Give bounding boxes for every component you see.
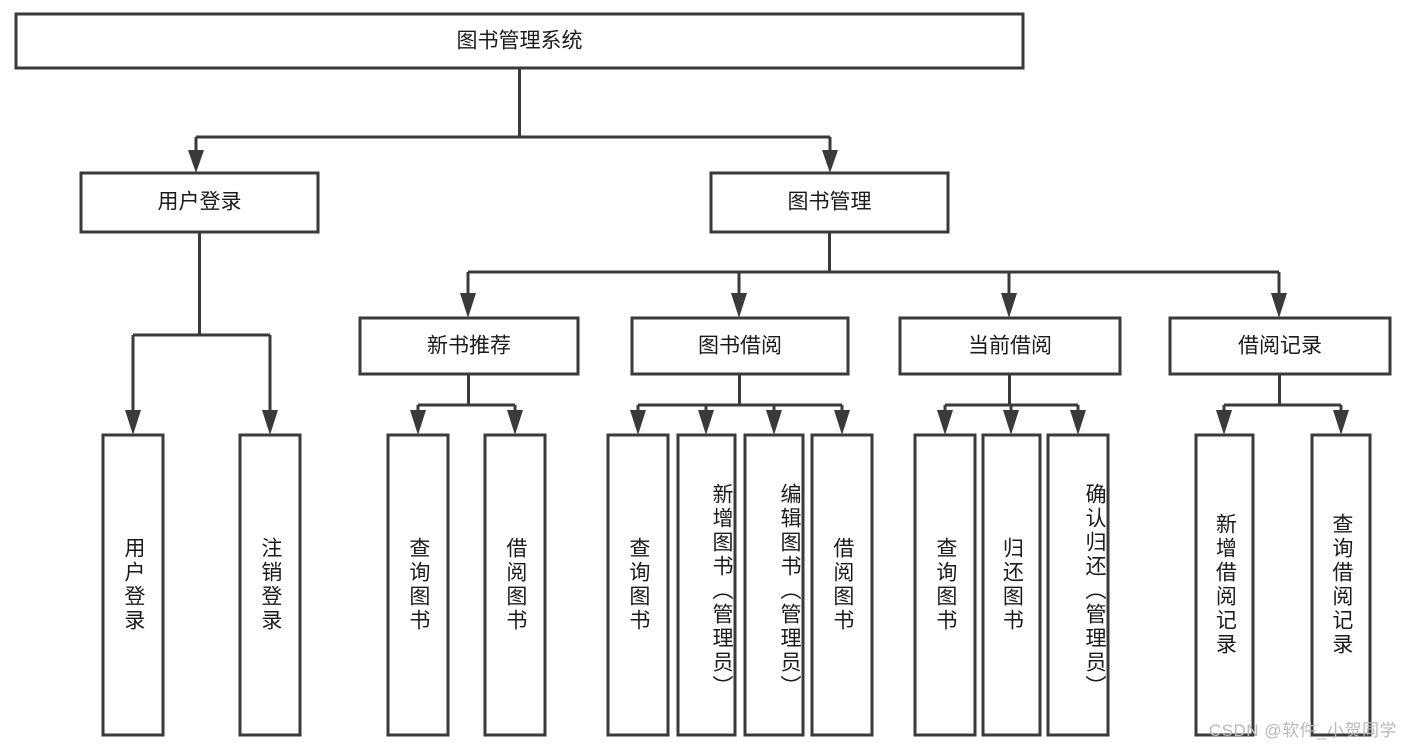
arrow-head-leaf-borrow-book-rec	[507, 410, 523, 435]
node-box-leaf-confirm-return[interactable]	[1046, 433, 1110, 737]
node-box-leaf-logout[interactable]	[238, 433, 302, 737]
arrow-head-leaf-logout	[262, 410, 278, 435]
arrow-head-leaf-user-login	[125, 410, 141, 435]
arrow-head-book-borrow	[731, 293, 747, 318]
arrow-head-current-borrow	[1001, 293, 1017, 318]
node-label-book-borrow: 图书借阅	[698, 335, 782, 358]
node-box-book-manage[interactable]	[709, 171, 950, 234]
node-label-current-borrow: 当前借阅	[968, 335, 1052, 358]
arrow-head-leaf-query-record	[1333, 410, 1349, 435]
node-box-leaf-add-book[interactable]	[676, 433, 737, 737]
arrow-head-leaf-add-record	[1216, 410, 1232, 435]
arrow-head-leaf-borrow-book	[834, 410, 850, 435]
node-box-leaf-query-record[interactable]	[1310, 433, 1372, 737]
watermark-text: CSDN @软件_小贺同学	[1208, 721, 1397, 740]
node-box-current-borrow[interactable]	[898, 316, 1122, 376]
node-layer: 图书管理系统 用户登录 图书管理 新书推荐 图书借阅 当前借阅 借阅记录	[14, 12, 1392, 737]
node-label-borrow-record: 借阅记录	[1238, 335, 1322, 358]
arrow-head-leaf-query-book-rec	[410, 410, 426, 435]
arrow-head-leaf-add-book	[698, 410, 714, 435]
node-box-leaf-add-record[interactable]	[1194, 433, 1255, 737]
node-box-leaf-edit-book[interactable]	[743, 433, 805, 737]
node-box-root[interactable]	[14, 12, 1025, 70]
node-box-leaf-query-book-borrow[interactable]	[606, 433, 670, 737]
node-box-leaf-return-book[interactable]	[981, 433, 1042, 737]
arrow-head-borrow-record	[1271, 293, 1287, 318]
node-box-book-borrow[interactable]	[630, 316, 850, 376]
node-label-user-login: 用户登录	[158, 191, 242, 214]
node-box-leaf-query-book-rec[interactable]	[386, 433, 450, 737]
node-box-leaf-borrow-book[interactable]	[810, 433, 874, 737]
node-box-leaf-query-book-cur[interactable]	[913, 433, 977, 737]
arrow-head-leaf-confirm-return	[1070, 410, 1086, 435]
arrow-head-leaf-return-book	[1003, 410, 1019, 435]
arrow-head-new-book-rec	[460, 293, 476, 318]
node-label-root: 图书管理系统	[457, 30, 583, 53]
node-box-leaf-user-login[interactable]	[101, 433, 165, 737]
node-box-leaf-borrow-book-rec[interactable]	[483, 433, 547, 737]
connector-layer	[125, 68, 1349, 435]
arrow-head-book-manage	[822, 150, 838, 173]
node-box-borrow-record[interactable]	[1168, 316, 1392, 376]
arrow-head-leaf-query-book-cur	[937, 410, 953, 435]
node-box-user-login[interactable]	[79, 171, 320, 234]
arrow-head-leaf-edit-book	[766, 410, 782, 435]
node-label-book-manage: 图书管理	[788, 191, 872, 214]
arrow-head-user-login	[188, 150, 204, 173]
arrow-head-leaf-query-book-borrow	[630, 410, 646, 435]
node-box-new-book-rec[interactable]	[358, 316, 580, 376]
node-label-new-book-rec: 新书推荐	[427, 335, 511, 358]
